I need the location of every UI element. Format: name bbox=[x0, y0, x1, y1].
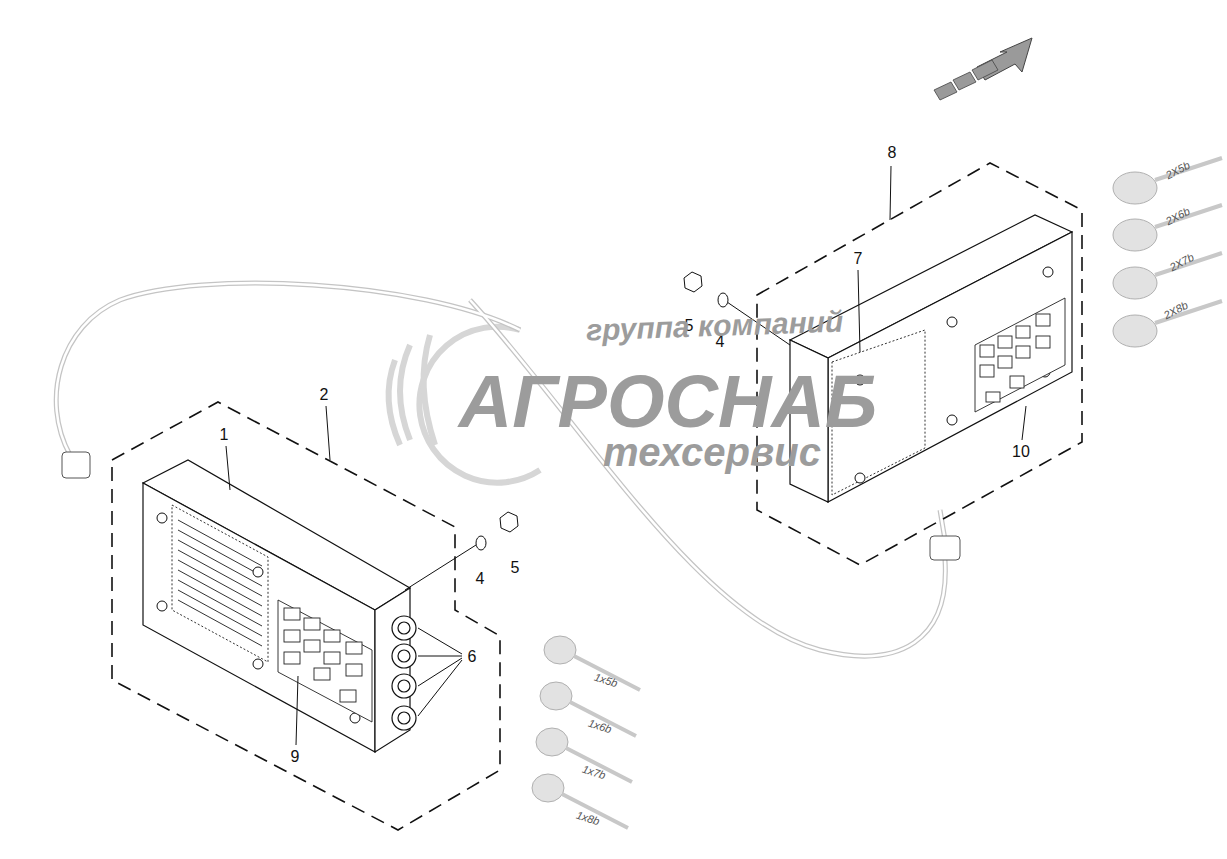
control-box bbox=[143, 460, 410, 752]
callout-number: 9 bbox=[289, 749, 302, 765]
callout-number: 1 bbox=[218, 427, 231, 443]
callout-number: 10 bbox=[1010, 444, 1032, 460]
harness-plug bbox=[532, 636, 576, 802]
callout-number: 8 bbox=[886, 145, 899, 161]
terminal-block bbox=[278, 600, 372, 722]
watermark-text: техсервис bbox=[603, 432, 821, 472]
callout-number: 2 bbox=[318, 387, 331, 403]
assembly-outline bbox=[112, 402, 500, 830]
module-part bbox=[172, 505, 268, 662]
connector-label: 1x6b bbox=[587, 717, 613, 735]
connector-label: 1x5b bbox=[593, 671, 619, 689]
connector-label: 2X5b bbox=[1164, 159, 1192, 181]
harness-wire bbox=[1155, 158, 1222, 323]
harness-wire bbox=[562, 656, 640, 828]
connector-label: 2X6b bbox=[1164, 205, 1192, 227]
terminal-block bbox=[975, 298, 1065, 412]
callout-number: 7 bbox=[852, 251, 865, 267]
round-connector bbox=[392, 616, 416, 730]
direction-arrow bbox=[934, 38, 1032, 100]
callout-number: 5 bbox=[509, 560, 522, 576]
assembly-outline bbox=[757, 163, 1082, 565]
control-box bbox=[790, 215, 1072, 502]
watermark-text: АГРОСНАБ bbox=[459, 365, 878, 439]
fastener bbox=[405, 512, 518, 590]
callout-number: 6 bbox=[466, 649, 479, 665]
harness-plug bbox=[1113, 172, 1157, 347]
connector-label: 2X7b bbox=[1168, 251, 1196, 273]
leader-line bbox=[226, 166, 1026, 745]
callout-number: 4 bbox=[474, 571, 487, 587]
